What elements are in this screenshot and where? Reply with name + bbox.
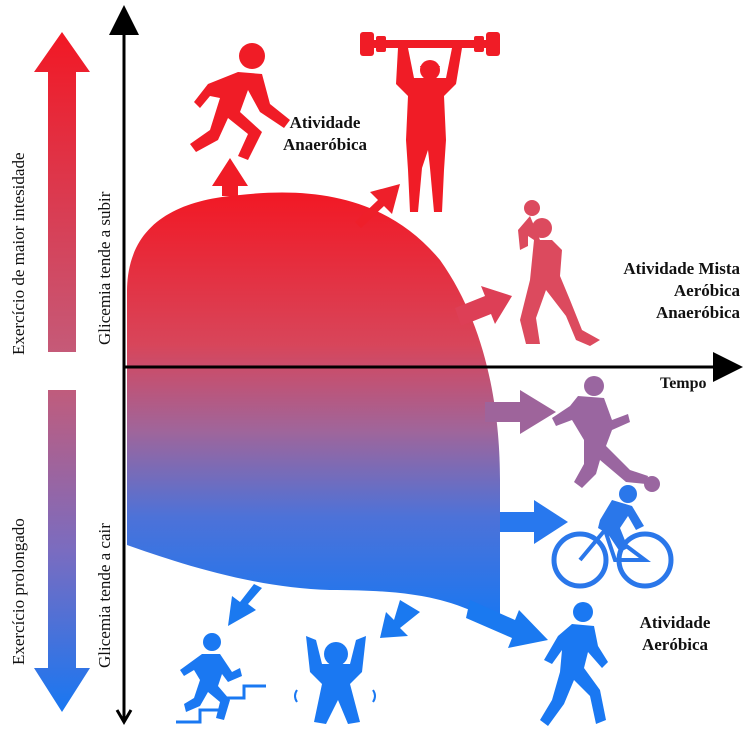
intensity-arrow <box>34 32 90 352</box>
stair-climber-icon <box>176 633 266 724</box>
glycemia-dome <box>127 192 500 626</box>
dome-arrows <box>212 158 568 648</box>
jogger-icon <box>540 602 608 726</box>
mixed-label-line: Anaeróbica <box>655 303 740 322</box>
anaerobic-label-line: Anaeróbica <box>282 135 368 154</box>
glycemia-down-label: Glicemia tende a cair <box>95 523 114 668</box>
prolonged-arrow <box>34 390 90 712</box>
anaerobic-label: Atividade Anaeróbica <box>270 112 380 156</box>
runner-icon <box>190 43 290 160</box>
mixed-label-line: Atividade Mista <box>623 259 740 278</box>
aerobic-label-line: Atividade <box>639 613 711 632</box>
soccer-player-icon <box>552 376 660 492</box>
jumping-jacks-icon <box>294 636 376 724</box>
handball-player-icon <box>518 200 600 346</box>
weightlifter-icon <box>360 32 500 212</box>
cyclist-icon <box>551 485 674 589</box>
glycemia-up-label: Glicemia tende a subir <box>95 191 114 345</box>
mixed-label-line: Aeróbica <box>673 281 740 300</box>
intensity-label: Exercício de maior intesidade <box>9 153 28 356</box>
axes <box>109 5 743 725</box>
anaerobic-label-line: Atividade <box>289 113 361 132</box>
mixed-label: Atividade Mista Aeróbica Anaeróbica <box>590 258 740 324</box>
aerobic-label: Atividade Aeróbica <box>620 612 730 656</box>
time-axis-label: Tempo <box>660 375 707 392</box>
prolonged-label: Exercício prolongado <box>9 518 28 665</box>
aerobic-label-line: Aeróbica <box>641 635 709 654</box>
